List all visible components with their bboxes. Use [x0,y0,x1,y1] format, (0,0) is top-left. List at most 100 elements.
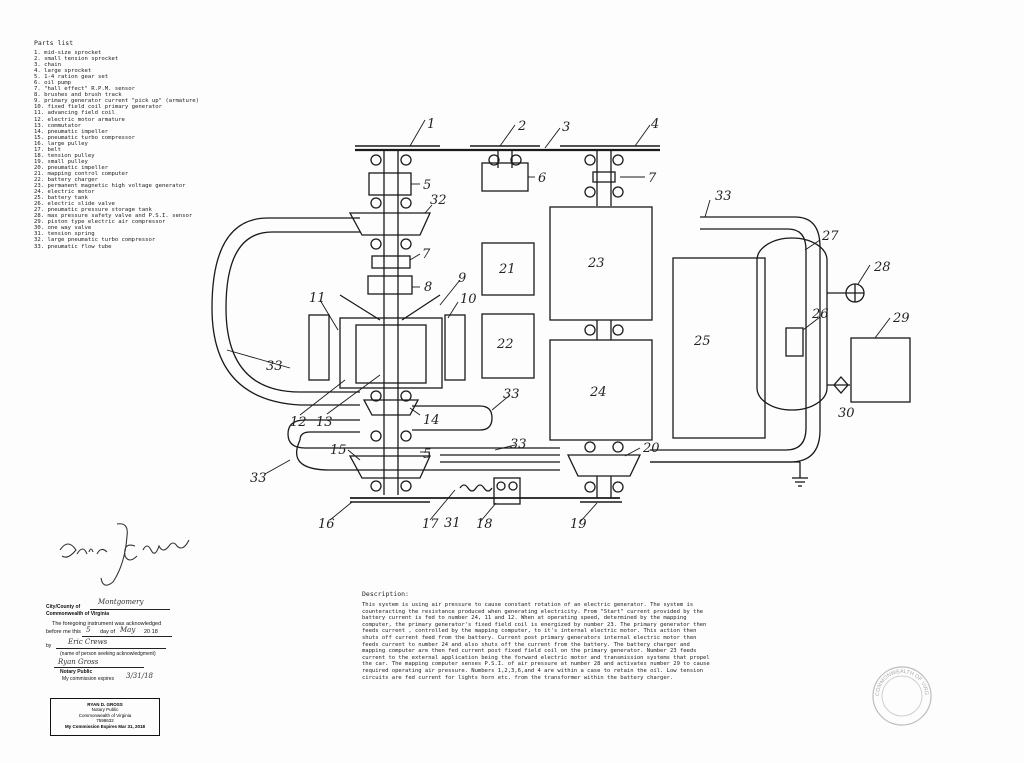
parts-list-item: 22. battery charger [34,176,98,183]
parts-list-item: 21. mapping control computer [34,170,129,177]
parts-list-item: 33. pneumatic flow tube [34,243,112,250]
pneumatic-flow-tube [299,431,360,441]
bearing-pair [370,430,412,442]
label-20: 20 [642,441,660,456]
label-33: 33 [715,189,732,204]
parts-list-item: 13. commutator [34,122,82,129]
oil-pump [481,162,529,192]
parts-list-item: 31. tension spring [34,231,95,238]
parts-list-item: 16. large pulley [34,140,88,147]
ground-icon [792,477,808,487]
stamp-expires: My Commission Expires Mar 31, 2018 [64,723,146,729]
notary-stamp: RYAN D. GROSS Notary Public Commonwealth… [50,698,160,736]
notary-before-text: before me this [46,629,81,635]
label-33: 33 [250,471,267,486]
description-title: Description: [362,590,409,598]
label-7: 7 [422,247,431,262]
label-13: 13 [316,415,333,430]
pneumatic-flow-tube [211,217,360,406]
parts-list-item: 12. electric motor armature [34,116,125,123]
bearing-pair [370,480,412,492]
parts-list-item: 4. large sprocket [34,68,92,75]
stamp-role: Notary Public [91,707,119,713]
notary-seal: COMMONWEALTH OF VIRGINIA [871,665,932,726]
notary-city-value: Montgomery [98,598,144,606]
notary-expires-value: 3/31/18 [126,672,153,680]
pneumatic-impeller [566,454,642,477]
tension-spring [459,484,493,492]
battery-tank [672,257,766,439]
label-25: 25 [693,334,711,349]
parts-list-item: 23. permanent magnetic high voltage gene… [34,183,186,190]
label-12: 12 [290,415,307,430]
notary-underline [82,636,172,637]
large-pneumatic-turbo-compressor [348,212,432,236]
label-9: 9 [458,271,466,286]
label-15: 15 [330,443,347,458]
advancing-field-coil [308,314,330,381]
notary-day-of: day of [100,629,115,635]
label-33: 33 [503,387,520,402]
parts-list-item: 7. "hall effect" R.P.M. sensor [34,86,136,93]
parts-list-item: 27. pneumatic pressure storage tank [34,207,152,214]
label-11: 11 [309,291,326,306]
parts-list-item: 14. pneumatic impeller [34,128,109,135]
tension-pulley [496,481,506,491]
label-16: 16 [318,517,335,532]
parts-list-item: 30. one way valve [34,225,92,232]
notary-year-value: 20 18 [144,629,158,635]
bearing-pair [370,238,412,250]
label-18: 18 [476,517,493,532]
parts-list-item: 11. advancing field coil [34,110,115,117]
parts-list-item: 9. primary generator current "pick up" (… [34,98,200,105]
electric-motor [549,339,653,441]
label-4: 4 [650,117,659,132]
handwritten-signature [59,523,190,586]
pneumatic-pressure-storage-tank [756,237,828,411]
parts-list-item: 10. fixed field coil primary generator [34,104,162,111]
label-19: 19 [570,517,587,532]
notary-day-value: 5 [86,626,91,634]
pickup-line [401,294,441,321]
pneumatic-flow-tube [225,231,360,393]
label-21: 21 [498,262,516,277]
pneumatic-flow-tube [650,216,821,463]
label-22: 22 [496,337,514,352]
notary-ack-text: The foregoing instrument was acknowledge… [52,621,162,627]
label-23: 23 [587,256,605,271]
parts-list-item: 18. tension pulley [34,152,95,159]
rpm-sensor [592,171,616,183]
piston-air-compressor [850,337,911,403]
label-10: 10 [460,292,477,307]
label-5: 5 [423,178,431,193]
label-27: 27 [821,229,839,244]
gear-set [368,172,412,196]
label-26: 26 [811,307,829,322]
label-33: 33 [266,359,283,374]
pneumatic-flow-tube [440,454,560,463]
notary-underline [54,667,144,668]
electric-motor-armature [355,324,427,384]
pneumatic-flow-tube [412,405,493,431]
label-2: 2 [517,119,526,134]
label-14: 14 [423,413,440,428]
tension-pulley [508,481,518,491]
rpm-sensor [371,255,411,269]
pneumatic-impeller [362,399,420,416]
parts-list-item: 5. 1-4 ration gear set [34,74,109,81]
bearing-pair [370,197,412,209]
parts-list: 1. mid-size sprocket 2. small tension sp… [34,50,199,250]
tension-pulley [493,477,521,505]
fixed-field-coil [444,314,466,381]
pneumatic-turbo-compressor [348,455,432,479]
notary-public-label: Notary Public [60,669,93,675]
parts-list-item: 26. electric slide valve [34,201,115,208]
notary-underline [90,609,170,610]
pneumatic-flow-tube [287,419,560,449]
high-voltage-generator [549,206,653,321]
parts-list-item: 29. piston type electric air compressor [34,219,166,226]
mapping-control-computer [481,242,535,296]
notary-underline [56,648,166,649]
notary-person-caption: (name of person seeking acknowledgment) [60,651,156,657]
leader-lines [226,119,891,523]
